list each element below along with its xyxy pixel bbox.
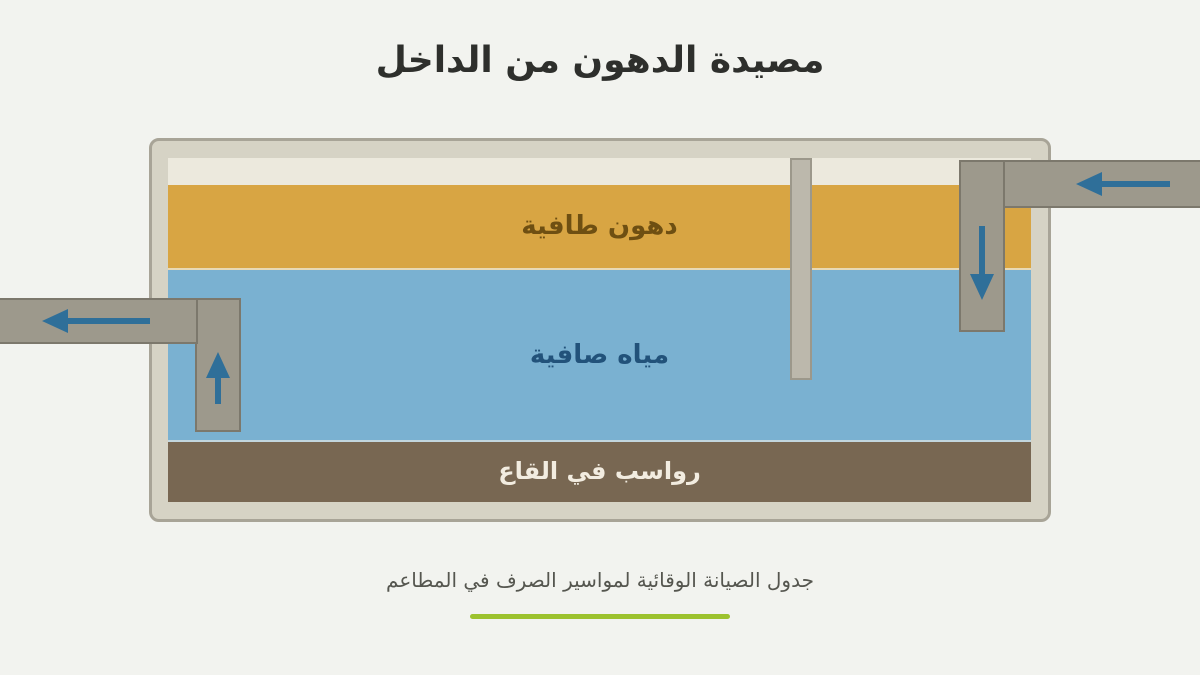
- grease-layer-label: دهون طافية: [521, 211, 678, 241]
- tank-interior: دهون طافية مياه صافية رواسب في القاع: [168, 158, 1031, 502]
- sludge-layer: رواسب في القاع: [168, 442, 1031, 502]
- baffle-wall: [790, 158, 812, 380]
- diagram-title: مصيدة الدهون من الداخل: [375, 40, 825, 81]
- grease-layer: دهون طافية: [168, 185, 1031, 270]
- caption-text: جدول الصيانة الوقائية لمواسير الصرف في ا…: [386, 568, 814, 592]
- sludge-layer-label: رواسب في القاع: [498, 457, 701, 485]
- air-layer: [168, 158, 1031, 185]
- water-layer-label: مياه صافية: [529, 340, 670, 370]
- inlet-pipe-vertical: [959, 160, 1005, 332]
- water-layer: مياه صافية: [168, 270, 1031, 442]
- outlet-pipe-vertical: [195, 298, 241, 432]
- outlet-pipe-horizontal: [0, 298, 198, 344]
- caption-underline: [470, 614, 730, 619]
- inlet-pipe-horizontal: [1003, 160, 1200, 208]
